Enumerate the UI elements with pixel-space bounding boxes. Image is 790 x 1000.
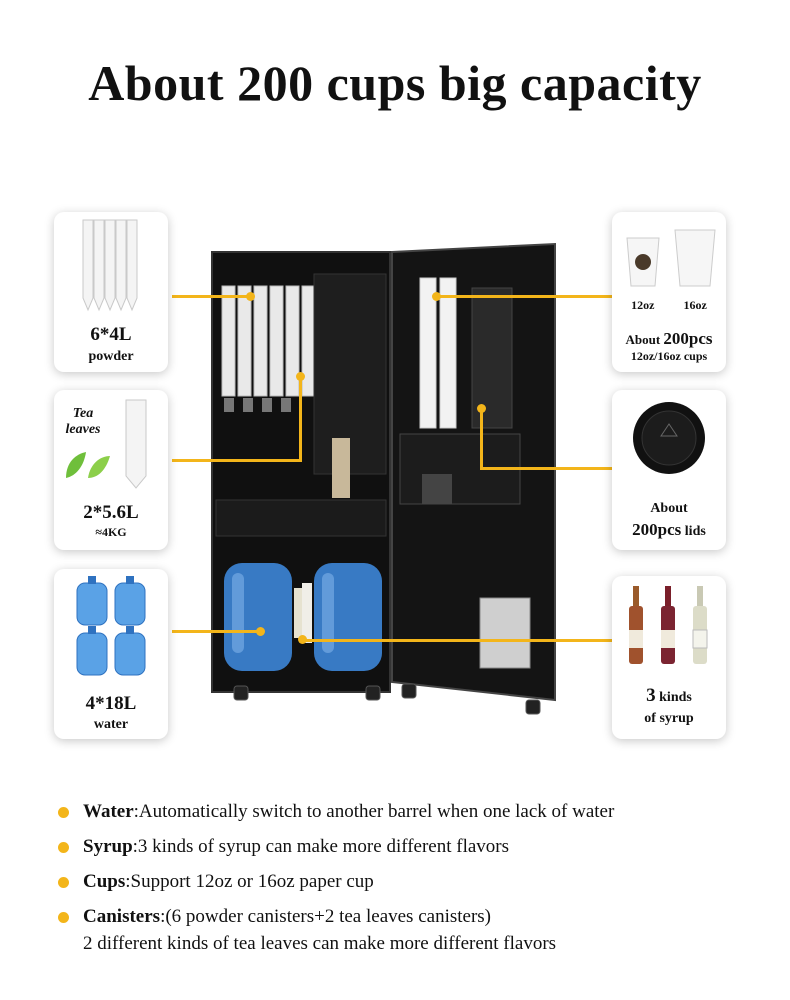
cup-size-16oz: 16oz xyxy=(683,298,707,312)
list-item-cups: Cups:Support 12oz or 16oz paper cup xyxy=(58,868,758,895)
syrup-label: of syrup xyxy=(644,711,694,726)
cup-size-12oz: 12oz xyxy=(631,298,655,312)
bullet-text: :3 kinds of syrup can make more differen… xyxy=(132,836,510,857)
tea-canister-icon xyxy=(125,399,147,489)
syrup-bottle-icon xyxy=(629,586,708,664)
cups-about: About xyxy=(625,332,664,347)
paper-cup-icon xyxy=(626,229,716,287)
lids-about: About xyxy=(650,501,688,516)
vending-machine-image xyxy=(211,242,556,715)
lids-count: 200pcs xyxy=(632,520,682,539)
tea-sub: ≈4KG xyxy=(95,525,127,539)
bullet-text: :Support 12oz or 16oz paper cup xyxy=(125,871,374,892)
bullet-dot-icon xyxy=(58,842,69,853)
tea-tag-line1: Tea xyxy=(72,406,94,421)
cups-sizes: 12oz/16oz cups xyxy=(630,349,708,363)
list-item-water: Water:Automatically switch to another ba… xyxy=(58,798,758,825)
bullet-label: Canisters xyxy=(83,906,161,927)
list-item-canisters: Canisters:(6 powder canisters+2 tea leav… xyxy=(58,903,758,957)
powder-label: powder xyxy=(88,349,134,364)
lids-label: lids xyxy=(681,524,706,539)
list-item-syrup: Syrup:3 kinds of syrup can make more dif… xyxy=(58,833,758,860)
bullet-dot-icon xyxy=(58,807,69,818)
powder-canister-icon xyxy=(82,219,138,312)
card-tea: Tea leaves 2*5.6L ≈4KG xyxy=(54,390,168,550)
card-syrup: 3 kinds of syrup xyxy=(612,576,726,739)
water-label: water xyxy=(93,717,129,732)
bullet-label: Cups xyxy=(83,871,126,892)
bullet-label: Syrup xyxy=(83,836,133,857)
bullet-text: :Automatically switch to another barrel … xyxy=(133,801,615,822)
card-powder: 6*4L powder xyxy=(54,212,168,372)
bullet-text: :(6 powder canisters+2 tea leaves canist… xyxy=(160,906,492,927)
syrup-count: 3 xyxy=(646,685,656,706)
feature-list: Water:Automatically switch to another ba… xyxy=(58,798,758,965)
tea-leaf-icon xyxy=(66,452,110,478)
card-lids: About 200pcs lids xyxy=(612,390,726,550)
tea-value: 2*5.6L xyxy=(83,502,139,523)
powder-value: 6*4L xyxy=(90,324,132,345)
bullet-dot-icon xyxy=(58,912,69,923)
bullet-label: Water xyxy=(83,801,134,822)
cups-count: 200pcs xyxy=(663,329,713,348)
tea-tag-line2: leaves xyxy=(65,422,101,437)
water-bottle-icon xyxy=(76,576,146,676)
bullet-continuation: 2 different kinds of tea leaves can make… xyxy=(83,933,557,954)
cup-lid-icon xyxy=(633,402,705,474)
syrup-kinds: kinds xyxy=(655,690,692,705)
card-water: 4*18L water xyxy=(54,569,168,739)
card-cups: 12oz 16oz About 200pcs 12oz/16oz cups xyxy=(612,212,726,372)
bullet-dot-icon xyxy=(58,877,69,888)
page-title: About 200 cups big capacity xyxy=(88,55,702,111)
water-value: 4*18L xyxy=(85,693,137,714)
